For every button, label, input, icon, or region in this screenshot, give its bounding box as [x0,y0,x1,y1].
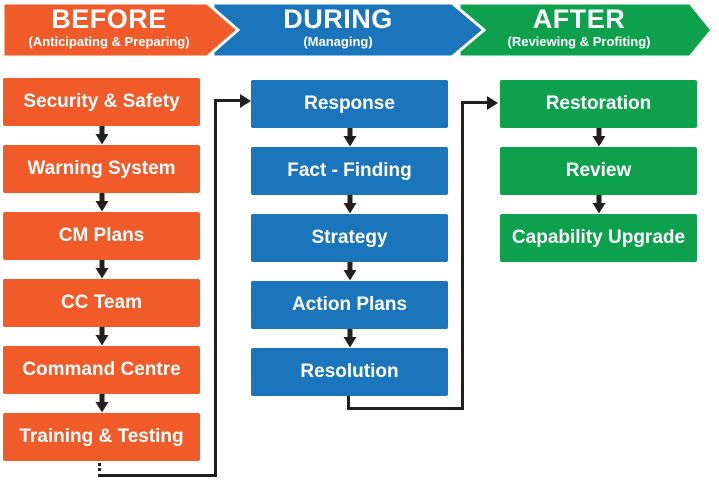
down-arrow-icon [251,329,448,348]
connector-training-to-response-top-line [214,99,242,102]
before-column: Security & Safety Warning System CM Plan… [3,78,200,461]
down-arrow-icon [251,128,448,147]
down-arrow-icon [251,262,448,281]
right-arrowhead-icon [240,94,251,108]
step-restoration: Restoration [500,80,697,128]
step-security-safety: Security & Safety [3,78,200,126]
step-response: Response [251,80,448,128]
connector-training-to-response-vertical-line [214,99,217,477]
step-capability-upgrade: Capability Upgrade [500,214,697,262]
step-training-testing: Training & Testing [3,413,200,461]
phase-banner-row [1,1,714,59]
step-review: Review [500,147,697,195]
step-cc-team: CC Team [3,279,200,327]
down-arrow-icon [3,327,200,346]
step-resolution: Resolution [251,348,448,396]
connector-resolution-to-restoration-bottom-line [347,407,464,410]
right-arrowhead-icon [487,96,498,110]
down-arrow-icon [500,128,697,147]
connector-resolution-to-restoration-vertical-line [461,101,464,410]
connector-resolution-to-restoration-top-line [461,101,489,104]
during-column: Response Fact - Finding Strategy Action … [251,80,448,396]
phase-banner-after-shape [457,1,714,59]
step-action-plans: Action Plans [251,281,448,329]
down-arrow-icon [3,260,200,279]
down-arrow-icon [3,126,200,145]
down-arrow-icon [3,193,200,212]
down-arrow-icon [3,394,200,413]
step-warning-system: Warning System [3,145,200,193]
phase-banner-before-shape [1,1,241,59]
down-arrow-icon [251,195,448,214]
step-command-centre: Command Centre [3,346,200,394]
phase-banner-during-shape [211,1,487,59]
connector-resolution-to-restoration-stub [347,396,350,409]
step-cm-plans: CM Plans [3,212,200,260]
step-fact-finding: Fact - Finding [251,147,448,195]
after-column: Restoration Review Capability Upgrade [500,80,697,262]
connector-training-to-response-bottom-line [98,474,217,477]
step-strategy: Strategy [251,214,448,262]
connector-training-to-response-stub [98,463,101,477]
down-arrow-icon [500,195,697,214]
